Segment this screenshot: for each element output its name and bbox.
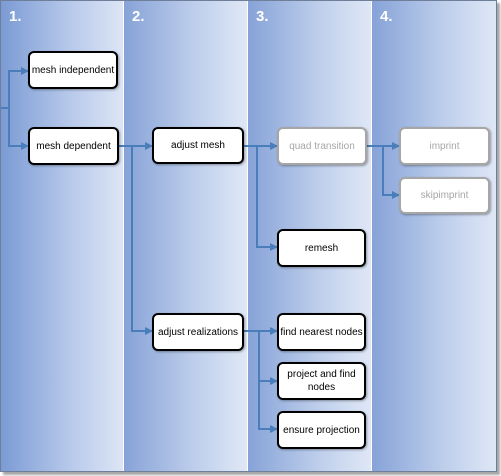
column-2: 2.	[124, 1, 248, 471]
node-remesh: remesh	[277, 229, 366, 267]
connector-to-remesh	[256, 146, 278, 251]
column-4: 4.	[372, 1, 496, 471]
column-2-title: 2.	[132, 8, 145, 25]
column-1-title: 1.	[9, 8, 22, 25]
node-quad-transition: quad transition	[277, 127, 367, 165]
column-divider	[123, 1, 124, 471]
connector-to-adjust-realizations	[131, 146, 153, 335]
node-adjust-mesh: adjust mesh	[152, 127, 244, 164]
connector-to-skipimprint	[382, 146, 400, 199]
node-mesh-dependent: mesh dependent	[28, 127, 119, 165]
column-divider	[371, 1, 372, 471]
node-mesh-independent: mesh independent	[28, 51, 118, 89]
column-4-title: 4.	[380, 8, 393, 25]
node-skipimprint: skipimprint	[399, 177, 490, 214]
connector-to-project-and-find-nodes	[258, 331, 278, 385]
connector-to-mesh-independent	[1, 67, 29, 109]
node-project-and-find-nodes: project and find nodes	[277, 362, 366, 400]
column-divider	[247, 1, 248, 471]
connector-lines	[1, 67, 400, 433]
connector-to-mesh-dependent	[8, 108, 29, 150]
node-adjust-realizations: adjust realizations	[152, 313, 244, 351]
node-ensure-projection: ensure projection	[277, 411, 366, 449]
column-3-title: 3.	[256, 8, 269, 25]
node-imprint: imprint	[399, 127, 490, 165]
connector-to-ensure-projection	[258, 381, 278, 433]
node-find-nearest-nodes: find nearest nodes	[277, 313, 366, 351]
